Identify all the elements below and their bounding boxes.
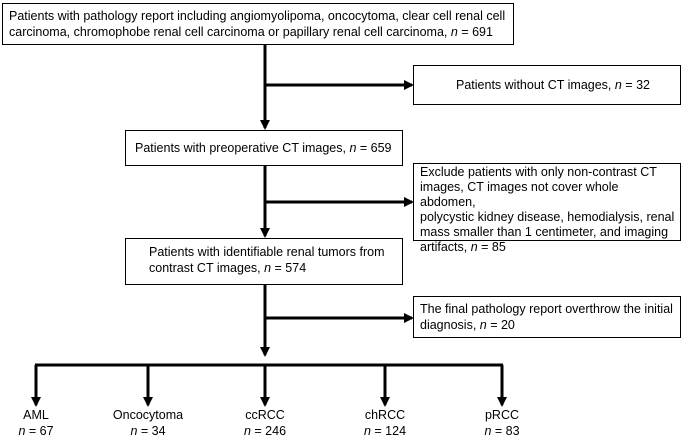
text-line: The final pathology report overthrow the… xyxy=(420,302,673,316)
text-line: carcinoma, chromophobe renal cell carcin… xyxy=(9,25,493,39)
box-pathology-report: Patients with pathology report including… xyxy=(2,3,514,45)
text-line: Patients with identifiable renal tumors … xyxy=(149,245,385,259)
leaf-oncocytoma: Oncocytoma n = 34 xyxy=(103,407,193,439)
leaf-label: chRCC xyxy=(364,408,406,422)
leaf-label: Oncocytoma xyxy=(112,408,184,422)
leaf-count: n = 34 xyxy=(130,424,166,438)
leaf-chrcc: chRCC n = 124 xyxy=(350,407,420,439)
leaf-count: n = 246 xyxy=(243,424,287,438)
text-line: contrast CT images, n = 574 xyxy=(149,261,307,275)
box-without-ct: Patients without CT images, n = 32 xyxy=(413,65,681,105)
text-line: artifacts, n = 85 xyxy=(420,240,506,254)
text-line: images, CT images not cover whole abdome… xyxy=(420,180,619,209)
text-line: polycystic kidney disease, hemodialysis,… xyxy=(420,210,675,224)
box-preoperative-ct: Patients with preoperative CT images, n … xyxy=(125,130,403,166)
text-line: Patients with preoperative CT images, n … xyxy=(135,141,392,155)
leaf-label: pRCC xyxy=(484,408,520,422)
text-line: diagnosis, n = 20 xyxy=(420,318,515,332)
leaf-count: n = 67 xyxy=(18,424,54,438)
leaf-aml: AML n = 67 xyxy=(6,407,66,439)
box-pathology-overthrow: The final pathology report overthrow the… xyxy=(413,296,681,338)
text-line: Patients without CT images, n = 32 xyxy=(456,78,650,92)
leaf-ccrcc: ccRCC n = 246 xyxy=(230,407,300,439)
leaf-label: ccRCC xyxy=(245,408,285,422)
box-identifiable-tumors: Patients with identifiable renal tumors … xyxy=(125,238,403,285)
text-line: Patients with pathology report including… xyxy=(9,9,506,23)
text-line: mass smaller than 1 centimeter, and imag… xyxy=(420,225,669,239)
leaf-prcc: pRCC n = 83 xyxy=(467,407,537,439)
leaf-count: n = 124 xyxy=(363,424,407,438)
leaf-label: AML xyxy=(23,408,49,422)
leaf-count: n = 83 xyxy=(484,424,520,438)
text-line: Exclude patients with only non-contrast … xyxy=(420,165,657,179)
box-exclusion-criteria: Exclude patients with only non-contrast … xyxy=(413,163,681,254)
